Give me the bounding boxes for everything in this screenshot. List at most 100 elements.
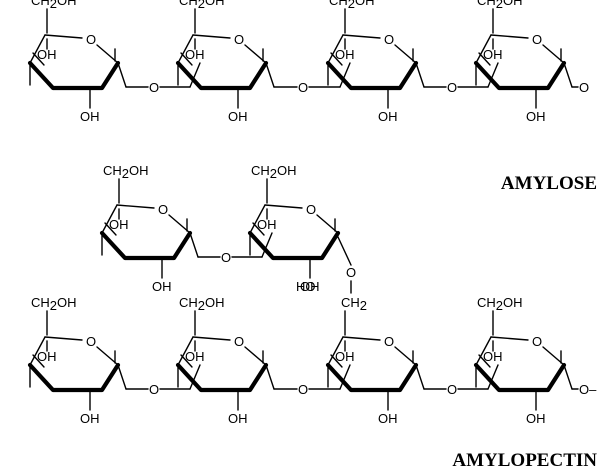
hydroxyl-label: OH xyxy=(152,279,172,294)
ring-bond xyxy=(29,336,46,366)
substituent-bond xyxy=(330,52,343,66)
ring-oxygen-label: O xyxy=(234,32,244,47)
ring-bond xyxy=(29,34,46,64)
ring-bond xyxy=(342,34,381,39)
ring-bond xyxy=(44,34,83,39)
ring-oxygen-label: O xyxy=(306,202,316,217)
glucose-ring: O CH2OH OH OH xyxy=(175,295,269,426)
linkage-bond xyxy=(261,232,273,258)
linkage-oxygen-label: O xyxy=(298,382,308,397)
ch2oh-label: CH2OH xyxy=(179,0,225,11)
hydroxyl-label: OH xyxy=(80,109,100,124)
hydroxyl-label: OH xyxy=(483,47,503,62)
linkage-bond xyxy=(339,62,351,88)
linkage-bond xyxy=(189,232,199,258)
substituent-bond xyxy=(478,354,491,368)
linkage-oxygen-label: O xyxy=(221,250,231,265)
ring-bond xyxy=(249,204,266,234)
ring-bond xyxy=(101,204,118,234)
hydroxyl-label: OH xyxy=(526,411,546,426)
ring-bond-front xyxy=(175,60,269,91)
substituent-bond xyxy=(180,354,193,368)
linkage-bond xyxy=(487,364,499,390)
linkage-oxygen-label: O xyxy=(149,80,159,95)
amylopectin-structure: OCH2OHOHOHOCH2OHOHOHOOCH2OHOHOHOCH2OHOHO… xyxy=(27,163,597,426)
ring-oxygen-label: O xyxy=(234,334,244,349)
ring-bond xyxy=(177,34,194,64)
hydroxyl-label: OH xyxy=(37,349,57,364)
branch-oxygen-label: O xyxy=(346,265,356,280)
ring-bond xyxy=(475,34,492,64)
linkage-bond xyxy=(189,364,201,390)
substituent-bond xyxy=(330,354,343,368)
linkage-oxygen-label: O xyxy=(298,80,308,95)
ring-bond xyxy=(116,204,155,209)
hydroxyl-label: OH xyxy=(378,109,398,124)
linkage-bond xyxy=(117,364,127,390)
glucose-ring: O CH2OH OH OH xyxy=(473,295,567,426)
ring-bond xyxy=(342,336,381,341)
ch2oh-label: CH2OH xyxy=(477,295,523,313)
ring-bond-front xyxy=(473,60,567,91)
substituent-bond xyxy=(32,52,45,66)
ch2oh-label: CH2OH xyxy=(251,163,297,181)
substituent-bond xyxy=(32,354,45,368)
linkage-bond xyxy=(337,236,352,266)
ring-bond-front xyxy=(175,362,269,393)
ch2oh-label: CH2OH xyxy=(31,0,77,11)
branch-ch2-label: CH2 xyxy=(341,295,367,313)
hydroxyl-label: OH xyxy=(335,349,355,364)
glycosidic-linkage: O xyxy=(265,364,351,397)
ring-bond-front xyxy=(27,362,121,393)
ring-bond-front xyxy=(473,362,567,393)
hydroxyl-label: OH xyxy=(185,47,205,62)
linkage-bond xyxy=(415,62,425,88)
ring-oxygen-label: O xyxy=(86,32,96,47)
linkage-bond xyxy=(265,62,275,88)
substituent-bond xyxy=(180,52,193,66)
linkage-bond xyxy=(339,364,351,390)
ring-bond-front xyxy=(99,230,193,261)
substituent-bond xyxy=(478,52,491,66)
ring-bond xyxy=(192,336,231,341)
ring-oxygen-label: O xyxy=(532,334,542,349)
ring-bond-front xyxy=(27,60,121,91)
ring-bond xyxy=(327,336,344,366)
ring-bond xyxy=(264,204,303,209)
ring-oxygen-label: O xyxy=(158,202,168,217)
substituent-bond xyxy=(104,222,117,236)
linkage-bond xyxy=(189,62,201,88)
hydroxyl-label: OH xyxy=(185,349,205,364)
linkage-bond xyxy=(117,62,127,88)
linkage-oxygen-label: O xyxy=(447,382,457,397)
end-group-label: O– xyxy=(579,382,597,397)
ring-bond-front xyxy=(325,60,419,91)
ring-oxygen-label: O xyxy=(384,32,394,47)
ring-bond xyxy=(177,336,194,366)
hydroxyl-label: OH xyxy=(228,411,248,426)
substituent-bond xyxy=(252,222,265,236)
glycosidic-linkage: O xyxy=(415,62,499,95)
ring-bond xyxy=(475,336,492,366)
hydroxyl-label: OH xyxy=(483,349,503,364)
ch2oh-label: CH2OH xyxy=(103,163,149,181)
ring-bond-front xyxy=(325,362,419,393)
linkage-bond xyxy=(415,364,425,390)
ring-oxygen-label: O xyxy=(86,334,96,349)
ch2oh-label: CH2OH xyxy=(31,295,77,313)
ring-oxygen-label: O xyxy=(532,32,542,47)
linkage-bond xyxy=(563,62,573,88)
hydroxyl-label: OH xyxy=(228,109,248,124)
linkage-bond xyxy=(563,364,573,390)
amylose-caption: AMYLOSE xyxy=(501,173,597,194)
ch2oh-label: CH2OH xyxy=(477,0,523,11)
ch2oh-label: CH2OH xyxy=(179,295,225,313)
glycosidic-linkage: O xyxy=(189,232,273,265)
